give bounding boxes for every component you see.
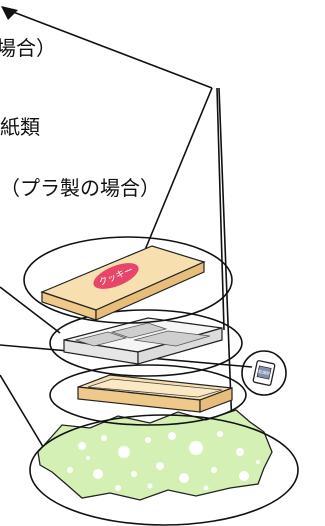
cookie-box-ellipse <box>23 236 233 324</box>
paper-tray-icon <box>77 374 233 413</box>
paper-tray-ellipse <box>49 364 247 426</box>
leader-line-left-1 <box>0 286 61 334</box>
arrow-head-icon <box>1 6 18 20</box>
leader-line-left-3 <box>0 374 49 456</box>
plastic-tray-ellipse <box>49 309 243 377</box>
leader-lines <box>0 9 253 456</box>
label-paper: 紙類 <box>0 115 40 139</box>
desiccant-packet-icon <box>252 360 276 386</box>
leader-line-to-tray <box>216 87 225 331</box>
leader-line-to-box <box>144 87 213 251</box>
desiccant-label: 乾燥剤 <box>258 368 271 376</box>
wrap-ellipse <box>29 414 299 526</box>
plastic-tray-icon <box>63 317 223 365</box>
leader-line-to-wrap <box>218 87 233 429</box>
leader-line-top <box>7 9 213 89</box>
wrapping-paper-icon <box>37 409 273 501</box>
cookie-box-icon <box>40 245 206 321</box>
desiccant-circle <box>241 350 287 396</box>
brand-oval <box>93 263 139 289</box>
label-case: 場合） <box>0 36 56 60</box>
label-plastic: （プラ製の場合） <box>0 176 160 200</box>
